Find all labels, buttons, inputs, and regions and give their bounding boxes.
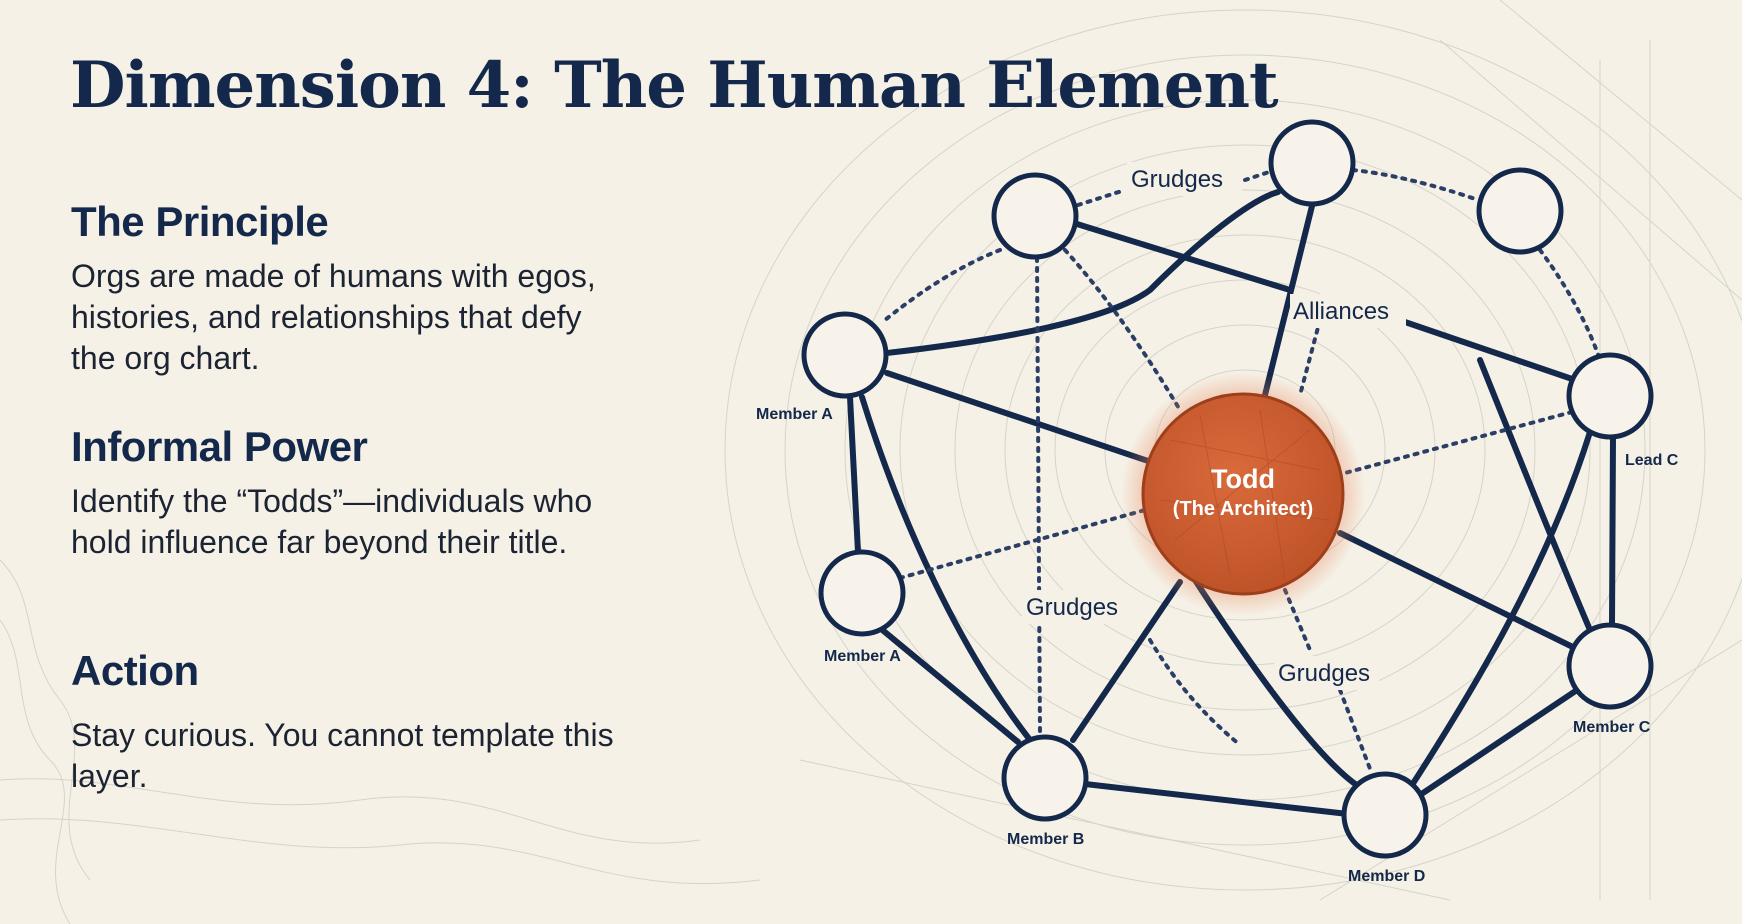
- node-member-d: [1341, 771, 1429, 859]
- edge-memberb-to-memberd: [1082, 781, 1351, 817]
- dotted-top-to-topright: [1351, 168, 1480, 202]
- dotted-tl-to-grudges: [1076, 188, 1127, 207]
- edge-membera-to-membera2: [847, 394, 861, 555]
- edge-alliances-to-memberc: [1477, 357, 1593, 633]
- dotted-right-to-center: [1343, 410, 1574, 475]
- dotted-membera2-to-center: [898, 508, 1147, 580]
- edge-membera2-to-memberb: [877, 625, 1021, 745]
- grudges-label-left: Grudges: [1026, 594, 1118, 621]
- edge-alliances-to-rightupper: [1402, 319, 1578, 383]
- dotted-grudges-to-memberd: [1338, 688, 1374, 776]
- member-nodes: [801, 119, 1654, 859]
- node-member-a-upper: [801, 311, 889, 399]
- member-d-label: Member D: [1348, 868, 1425, 885]
- edge-rightupper-to-memberc: [1609, 432, 1616, 628]
- dotted-edges: [883, 168, 1602, 776]
- lead-c-label: Lead C: [1625, 452, 1679, 469]
- dotted-tl-down: [1035, 256, 1042, 737]
- solid-edges: [847, 189, 1616, 817]
- center-hatching: [1159, 409, 1331, 581]
- node-labels: Member A Lead C Member A Member B Member…: [756, 406, 1679, 885]
- dotted-tl-to-membera: [883, 248, 1002, 322]
- edge-top-to-center: [1262, 199, 1316, 398]
- member-c-label: Member C: [1573, 719, 1651, 736]
- node-lead-c: [1566, 352, 1654, 440]
- node-top-center: [1268, 119, 1356, 207]
- dotted-tl-to-center: [1063, 248, 1182, 412]
- page-title: Dimension 4: The Human Element: [70, 48, 1279, 123]
- grudges-label-top: Grudges: [1131, 166, 1223, 193]
- edge-membera-to-center: [884, 370, 1163, 468]
- center-node-todd: Todd (The Architect): [1121, 372, 1365, 616]
- node-member-b: [1001, 734, 1089, 822]
- edge-membera-to-memberb: [859, 394, 1033, 743]
- dotted-topright-to-right: [1538, 248, 1602, 362]
- action-section: Action Stay curious. You cannot template…: [71, 647, 631, 797]
- principle-body: Orgs are made of humans with egos, histo…: [71, 258, 596, 376]
- dotted-center-to-memberb: [1148, 638, 1242, 747]
- action-heading: Action: [71, 647, 199, 694]
- principle-heading: The Principle: [71, 198, 329, 245]
- node-member-a-lower: [818, 549, 906, 637]
- edge-center-to-memberd: [1192, 577, 1361, 789]
- informal-power-heading: Informal Power: [71, 423, 368, 470]
- informal-power-body: Identify the “Todds”—individuals who hol…: [71, 483, 593, 560]
- alliances-label: Alliances: [1293, 298, 1389, 325]
- edge-memberd-to-rightupper: [1409, 429, 1593, 788]
- node-member-c: [1566, 622, 1654, 710]
- edge-memberd-to-memberc: [1417, 685, 1583, 798]
- center-role: (The Architect): [1173, 498, 1313, 520]
- edge-center-to-memberc: [1337, 530, 1586, 655]
- member-a-lower-label: Member A: [824, 648, 901, 665]
- relationship-labels: Grudges Alliances Grudges Grudges: [1022, 162, 1406, 690]
- center-circle: [1141, 392, 1345, 596]
- edge-center-to-memberb: [1070, 579, 1183, 743]
- center-name: Todd: [1211, 464, 1275, 494]
- node-top-left: [991, 172, 1079, 260]
- member-b-label: Member B: [1007, 831, 1084, 848]
- action-body: Stay curious. You cannot template this l…: [71, 717, 614, 794]
- dotted-alliances-to-center: [1298, 318, 1322, 397]
- informal-power-section: Informal Power Identify the “Todds”—indi…: [71, 423, 631, 563]
- grudges-label-right: Grudges: [1278, 660, 1370, 687]
- member-a-upper-label: Member A: [756, 406, 833, 423]
- node-top-right: [1476, 167, 1564, 255]
- edge-membera-to-top: [884, 189, 1281, 356]
- principle-section: The Principle Orgs are made of humans wi…: [71, 198, 631, 379]
